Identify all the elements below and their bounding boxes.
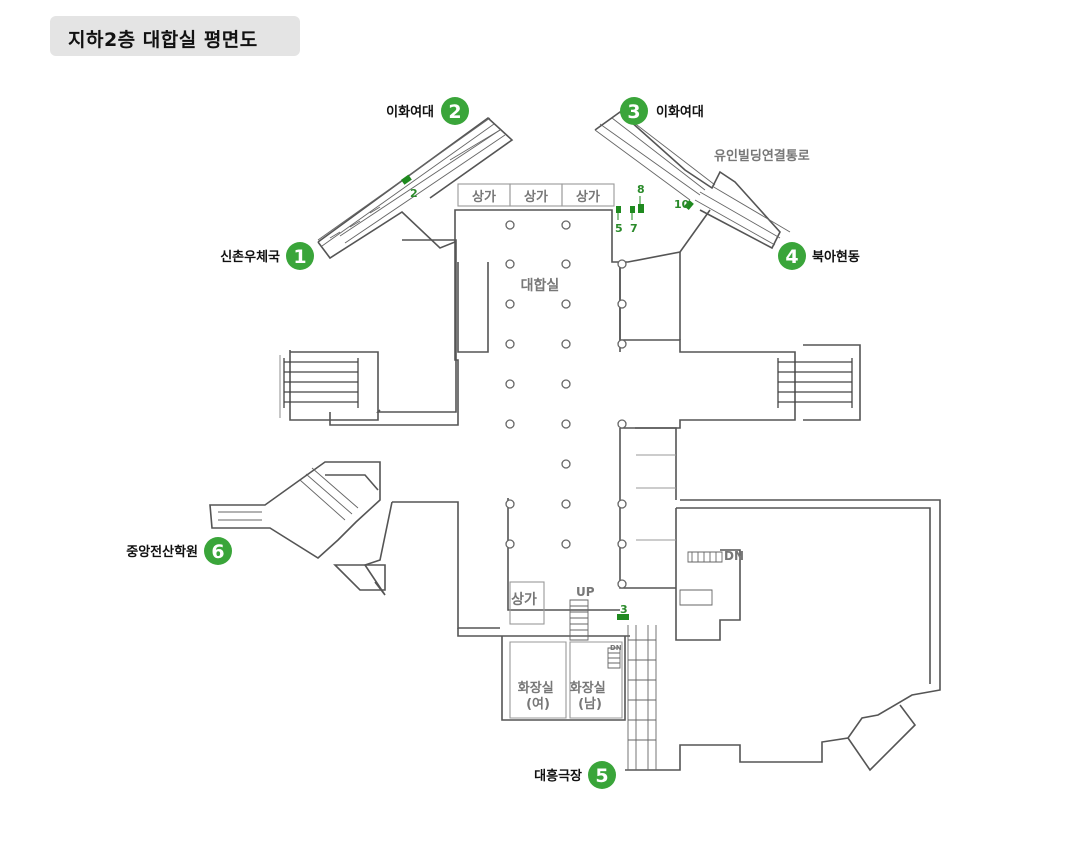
exit-number: 6 bbox=[211, 541, 224, 563]
exit-badge bbox=[778, 242, 806, 270]
shop-label: 상가 bbox=[472, 190, 496, 205]
dn-label: DN bbox=[724, 549, 744, 563]
concourse-label: 대합실 bbox=[521, 277, 560, 294]
gate-markers: 2 3 5 7 8 10 bbox=[401, 174, 694, 620]
exit-number: 3 bbox=[627, 101, 640, 123]
shop-label: 상가 bbox=[524, 190, 548, 205]
exit-number: 1 bbox=[293, 246, 306, 268]
exit-number: 4 bbox=[785, 246, 798, 268]
gate-number: 5 bbox=[615, 222, 623, 235]
up-label: UP bbox=[576, 585, 595, 599]
exit-5[interactable]: 대흥극장 5 bbox=[534, 761, 616, 789]
exit-label: 북아현동 bbox=[812, 249, 860, 265]
toilet-male-line2: (남) bbox=[578, 696, 602, 712]
page-title: 지하2층 대합실 평면도 bbox=[68, 29, 258, 51]
exit-6[interactable]: 중앙전산학원 6 bbox=[126, 537, 232, 565]
exit-5-stair bbox=[627, 625, 657, 770]
toilet-male-label: 화장실 (남) bbox=[570, 680, 610, 712]
shop-label: 상가 bbox=[576, 190, 600, 205]
exit-1[interactable]: 신촌우체국 1 bbox=[220, 242, 314, 270]
gate-number: 7 bbox=[630, 222, 638, 235]
exit-label: 대흥극장 bbox=[534, 768, 582, 784]
exit-badge bbox=[620, 97, 648, 125]
exit-badge bbox=[204, 537, 232, 565]
gate-number: 8 bbox=[637, 183, 645, 196]
toilet-female-line1: 화장실 bbox=[518, 680, 554, 696]
connection-passage-label: 유인빌딩연결통로 bbox=[714, 148, 810, 164]
gate-number: 2 bbox=[410, 187, 418, 200]
dn-label-small: DN bbox=[610, 644, 622, 652]
escalator-left bbox=[283, 358, 359, 408]
exit-badge bbox=[286, 242, 314, 270]
exit-4[interactable]: 4 북아현동 bbox=[778, 242, 860, 270]
title-background bbox=[50, 16, 300, 56]
top-shops: 상가 상가 상가 bbox=[457, 183, 615, 207]
pillars bbox=[505, 220, 627, 589]
exit-3[interactable]: 3 이화여대 bbox=[620, 97, 704, 125]
gate-number: 3 bbox=[620, 603, 628, 616]
gate-number: 10 bbox=[674, 198, 690, 211]
toilet-male-line1: 화장실 bbox=[570, 680, 606, 696]
exit-label: 신촌우체국 bbox=[220, 250, 280, 265]
exit-2[interactable]: 이화여대 2 bbox=[386, 97, 469, 125]
toilet-female-label: 화장실 (여) bbox=[518, 680, 558, 712]
outer-walls bbox=[209, 110, 941, 772]
exit-number: 2 bbox=[448, 101, 461, 123]
exit-badge bbox=[441, 97, 469, 125]
toilet-female-line2: (여) bbox=[526, 696, 550, 712]
up-stair bbox=[569, 599, 589, 641]
exit-label: 이화여대 bbox=[386, 104, 434, 120]
exit-label: 중앙전산학원 bbox=[126, 544, 198, 560]
escalator-right bbox=[777, 358, 853, 408]
exit-badge bbox=[588, 761, 616, 789]
exit-number: 5 bbox=[595, 765, 608, 787]
shop-label-bottom: 상가 bbox=[511, 592, 537, 608]
exit-label: 이화여대 bbox=[656, 104, 704, 120]
